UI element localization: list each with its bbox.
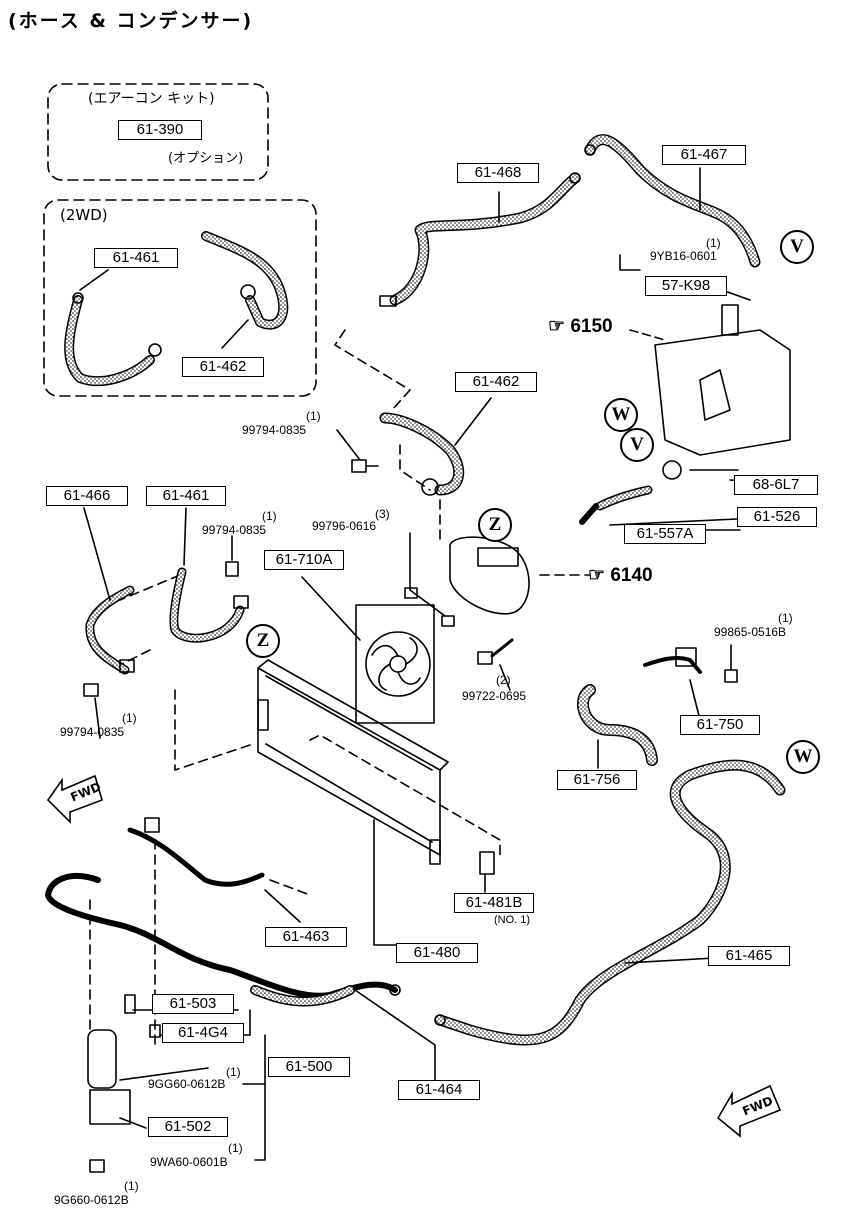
part-label-9g660-0612b[interactable]: 9G660-0612B bbox=[54, 1193, 129, 1207]
qty-9wa60: (1) bbox=[228, 1141, 243, 1155]
marker-z-compressor: Z bbox=[478, 508, 512, 542]
qty-99794-a: (1) bbox=[306, 409, 321, 423]
diagram-title: (ホース & コンデンサー) bbox=[8, 10, 254, 32]
kit-box-title: (エアーコン キット) bbox=[88, 91, 215, 107]
marker-v-top: V bbox=[780, 230, 814, 264]
condenser-core bbox=[257, 667, 441, 856]
part-label-61-502[interactable]: 61-502 bbox=[148, 1117, 228, 1137]
qty-99794-c: (1) bbox=[122, 711, 137, 725]
part-label-99722-0695[interactable]: 99722-0695 bbox=[462, 689, 527, 703]
part-label-9yb16-0601[interactable]: 9YB16-0601 bbox=[650, 249, 717, 263]
2wd-option-frame bbox=[43, 199, 317, 397]
part-label-2wd-61-462[interactable]: 61-462 bbox=[182, 357, 264, 377]
part-label-61-465[interactable]: 61-465 bbox=[708, 946, 790, 966]
qty-99865: (1) bbox=[778, 611, 793, 625]
part-label-99794-0835-a[interactable]: 99794-0835 bbox=[242, 423, 307, 437]
receiver-drier bbox=[87, 1029, 117, 1089]
kit-option-frame bbox=[47, 83, 269, 181]
part-label-61-750[interactable]: 61-750 bbox=[680, 715, 760, 735]
part-label-2wd-61-461[interactable]: 61-461 bbox=[94, 248, 178, 268]
part-label-61-462[interactable]: 61-462 bbox=[455, 372, 537, 392]
part-label-61-467[interactable]: 61-467 bbox=[662, 145, 746, 165]
ref-arrow-6150: ☞ 6150 bbox=[548, 316, 613, 337]
marker-w-unit: W bbox=[604, 398, 638, 432]
part-label-99794-0835-b[interactable]: 99794-0835 bbox=[202, 523, 267, 537]
part-label-99794-0835-c[interactable]: 99794-0835 bbox=[60, 725, 125, 739]
part-label-61-756[interactable]: 61-756 bbox=[557, 770, 637, 790]
part-label-61-526[interactable]: 61-526 bbox=[737, 507, 817, 527]
part-label-61-557a[interactable]: 61-557A bbox=[624, 524, 706, 544]
cooling-unit bbox=[654, 329, 791, 456]
ref-arrow-6140: ☞ 6140 bbox=[588, 565, 653, 586]
kit-box-note: (オプション) bbox=[168, 151, 244, 166]
part-label-61-503[interactable]: 61-503 bbox=[152, 994, 234, 1014]
qty-99722: (2) bbox=[496, 673, 511, 687]
marker-w-hose: W bbox=[786, 740, 820, 774]
marker-z-hose: Z bbox=[246, 624, 280, 658]
fan-shroud bbox=[355, 604, 435, 724]
part-label-61-468[interactable]: 61-468 bbox=[457, 163, 539, 183]
part-label-61-481b[interactable]: 61-481B bbox=[454, 893, 534, 913]
part-label-61-500[interactable]: 61-500 bbox=[268, 1057, 350, 1077]
qty-9gg60: (1) bbox=[226, 1065, 241, 1079]
part-label-57-k98[interactable]: 57-K98 bbox=[645, 276, 727, 296]
part-label-68-6l7[interactable]: 68-6L7 bbox=[734, 475, 818, 495]
fwd-arrow-top bbox=[46, 774, 103, 824]
qty-99796: (3) bbox=[375, 507, 390, 521]
part-label-99796-0616[interactable]: 99796-0616 bbox=[312, 519, 377, 533]
part-label-61-466[interactable]: 61-466 bbox=[46, 486, 128, 506]
part-label-61-4g4[interactable]: 61-4G4 bbox=[162, 1023, 244, 1043]
ref-6140-text[interactable]: 6140 bbox=[610, 565, 653, 586]
part-label-9gg60-0612b[interactable]: 9GG60-0612B bbox=[148, 1077, 226, 1091]
2wd-box-title: (2WD) bbox=[60, 206, 108, 224]
qty-99794-b: (1) bbox=[262, 509, 277, 523]
ref-6150-text[interactable]: 6150 bbox=[570, 316, 613, 337]
part-label-61-710a[interactable]: 61-710A bbox=[264, 550, 344, 570]
fwd-arrow-bottom bbox=[716, 1084, 782, 1138]
marker-v-unit: V bbox=[620, 428, 654, 462]
compressor bbox=[449, 536, 530, 615]
part-label-61-480[interactable]: 61-480 bbox=[396, 943, 478, 963]
qty-9g660: (1) bbox=[124, 1179, 139, 1193]
part-label-61-464[interactable]: 61-464 bbox=[398, 1080, 480, 1100]
part-note-no1: (NO. 1) bbox=[494, 914, 531, 926]
part-label-99865-0516b[interactable]: 99865-0516B bbox=[714, 625, 787, 639]
qty-9yb16: (1) bbox=[706, 236, 721, 250]
part-label-61-461[interactable]: 61-461 bbox=[146, 486, 226, 506]
part-label-9wa60-0601b[interactable]: 9WA60-0601B bbox=[150, 1155, 228, 1169]
part-label-61-463[interactable]: 61-463 bbox=[265, 927, 347, 947]
part-label-61-390[interactable]: 61-390 bbox=[118, 120, 202, 140]
